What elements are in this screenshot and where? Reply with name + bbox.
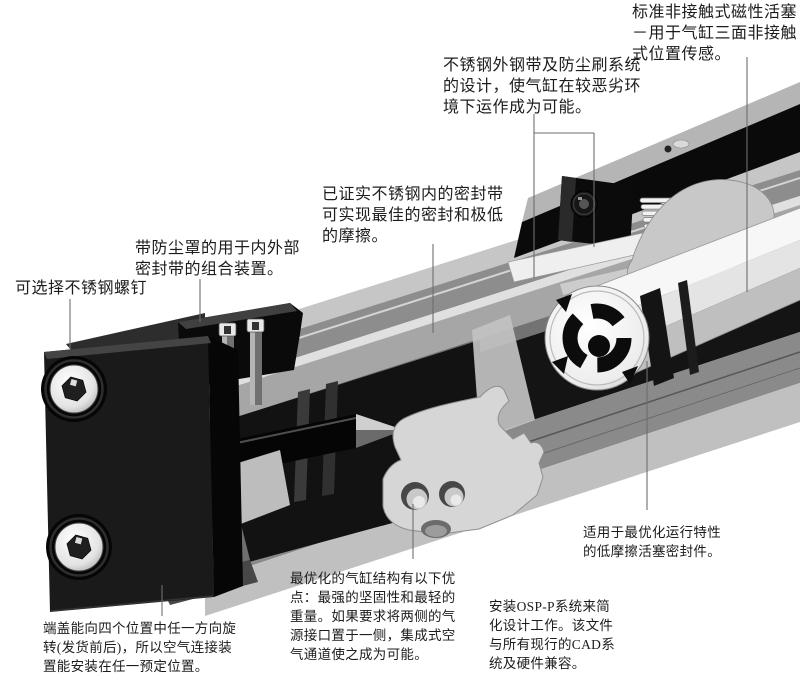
piston-seal-ring-2 [678,280,699,375]
annotation-screw-option: 可选择不锈钢螺钉 [15,280,148,297]
piston-face-slot-ring [562,303,632,373]
end-cap-bottom-edge [49,595,214,612]
profile-cross-section [382,385,545,538]
annotation-steel-band: 不锈钢外钢带及防尘刷系统 的设计，使气缸在较恶劣环 境下运作成为可能。 [443,57,642,116]
piston-tube-top-edge [596,207,800,287]
annotation-dust-cover: 带防尘罩的用于内外部 密封带的组合装置。 [135,240,301,278]
annotation-cad: 安装OSP-P系统来简 化设计工作。该文件 与所有现行的CAD系 统及硬件兼容。 [489,599,616,671]
rod-highlight [231,417,357,445]
annotation-piston-seal: 适用于最优化运行特性 的低摩擦活塞密封件。 [583,525,721,559]
annotation-profile: 最优化的气缸结构有以下优 点：最强的坚固性和最轻的 重量。如果要求将两侧的气 源… [290,571,456,662]
clamp-pin-1-notch [224,326,231,334]
clamp-pin-2-notch [252,322,259,330]
piston-rim-notch-1 [556,294,572,312]
band-clamp-bar-2 [255,331,262,405]
magnet-screw-socket [579,199,589,209]
end-cap-top-bevel [44,336,211,359]
leader-lines [69,57,748,616]
piston-seal-ring-1 [640,288,674,386]
hex-socket-screw-bottom [44,512,114,582]
rod-cone-lower [356,430,404,448]
air-channel-hole-1-glow [413,496,425,508]
magnet-block-face [558,176,576,242]
rod-cone-upper [356,414,404,430]
piston-assembly [544,207,800,391]
piston-rim-notch-3 [622,366,638,384]
magnet-screw-glint [578,197,582,200]
end-cap [39,336,243,612]
annotation-inner-seal: 已证实不锈钢内的密封带 可实现最佳的密封和极低 的摩擦。 [322,186,504,245]
piston-face-center-hole [588,335,610,357]
piston-rim-notch-2 [552,356,568,374]
hex-socket-screw-top [39,354,109,424]
annotation-end-cap: 端盖能向四个位置中任一方向旋 转(发货前后)，所以空气连接装 置能安装在任一预定… [43,621,237,674]
rail-slot-oval [672,139,690,149]
air-channel-hole-2-glow [450,494,462,506]
rail-screw-hole [664,145,672,153]
profile-bottom-notch-inner [425,525,447,537]
band-clamp-bar-2-hi [250,331,255,405]
piston-tube-bottom [597,268,800,390]
dust-cover-bevel [178,303,297,329]
annotation-magnetic-piston: 标准非接触式磁性活塞 －用于气缸三面非接触 式位置传感。 [632,4,798,63]
end-cap-right-face [208,336,243,597]
piston-face-rim [549,290,645,386]
